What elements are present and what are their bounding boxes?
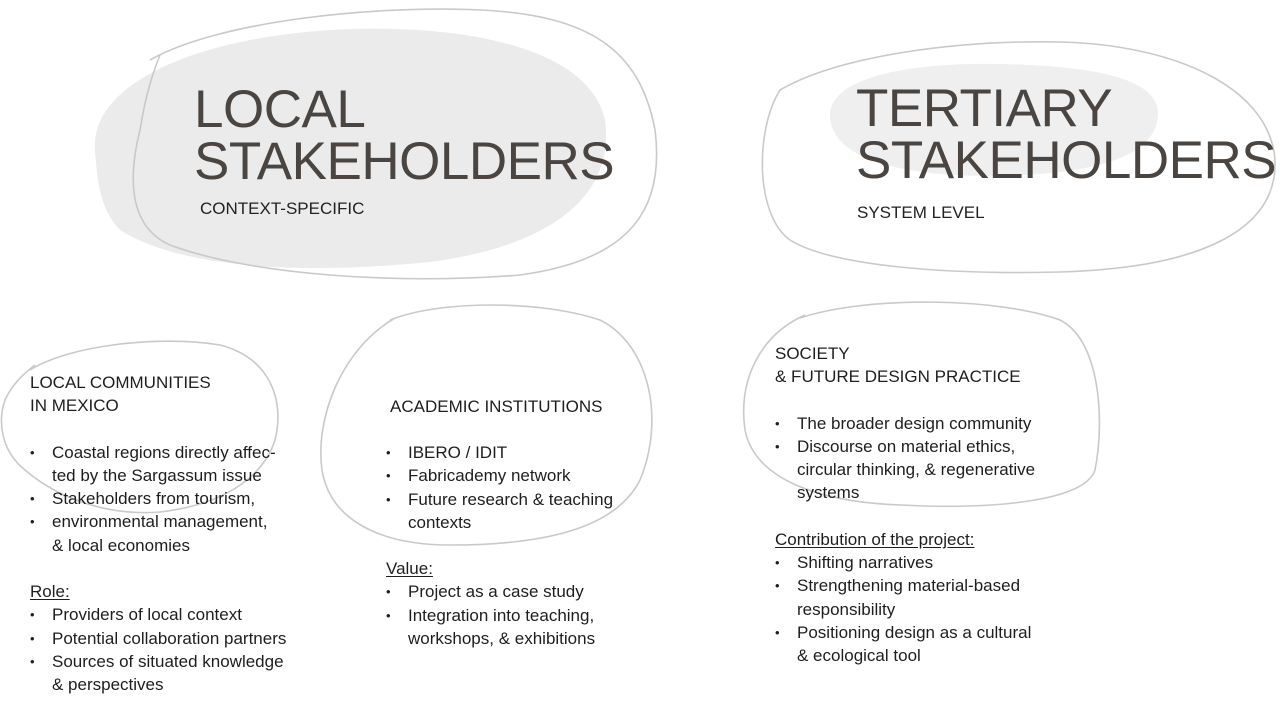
local-communities-section: LOCAL COMMUNITIES IN MEXICO Coastal regi… [30,371,330,697]
list-item: Integration into teaching, workshops, & … [386,604,656,651]
section-heading: LOCAL COMMUNITIES IN MEXICO [30,373,211,416]
outline-local [132,8,658,280]
list-item: The broader design community [775,412,1095,436]
grey-blob-local [94,28,607,269]
title-line-2: STAKEHOLDERS [194,132,615,191]
list-item: Providers of local context [30,603,330,627]
list-item: Stakeholders from tourism, [30,487,330,511]
list-item: Shifting narratives [775,551,1095,575]
communities-list: Coastal regions directly affec- ted by t… [30,441,330,557]
list-item: IBERO / IDIT [386,441,656,465]
academic-heading-block: ACADEMIC INSTITUTIONS [390,395,660,418]
society-list: The broader design community Discourse o… [775,412,1095,505]
academic-section: IBERO / IDIT Fabricademy network Future … [386,441,656,650]
list-item: Potential collaboration partners [30,627,330,651]
role-label: Role: [30,582,70,602]
society-section: SOCIETY & FUTURE DESIGN PRACTICE The bro… [775,342,1095,668]
list-item: Discourse on material ethics, circular t… [775,435,1095,505]
role-list: Providers of local context Potential col… [30,603,330,696]
title-line-1: TERTIARY [856,79,1113,138]
local-subtitle: CONTEXT-SPECIFIC [200,199,365,218]
value-list: Project as a case study Integration into… [386,580,656,650]
section-heading: ACADEMIC INSTITUTIONS [390,397,603,416]
list-item: Future research & teaching contexts [386,488,656,535]
value-label: Value: [386,559,433,579]
list-item: Strengthening material-based responsibil… [775,574,1095,621]
academic-list: IBERO / IDIT Fabricademy network Future … [386,441,656,534]
list-item: Positioning design as a cultural & ecolo… [775,621,1095,668]
outline-tertiary [761,41,1276,274]
contribution-list: Shifting narratives Strengthening materi… [775,551,1095,667]
list-item: Project as a case study [386,580,656,604]
title-line-2: STAKEHOLDERS [856,131,1277,190]
list-item: Fabricademy network [386,464,656,488]
title-line-1: LOCAL [194,80,366,139]
list-item: Sources of situated knowledge & perspect… [30,650,330,697]
list-item: environmental management, & local econom… [30,510,330,557]
list-item: Coastal regions directly affec- ted by t… [30,441,330,488]
tertiary-subtitle: SYSTEM LEVEL [857,203,985,222]
section-heading: SOCIETY & FUTURE DESIGN PRACTICE [775,344,1021,387]
contribution-label: Contribution of the project: [775,529,975,549]
grey-blob-tertiary [830,63,1159,176]
